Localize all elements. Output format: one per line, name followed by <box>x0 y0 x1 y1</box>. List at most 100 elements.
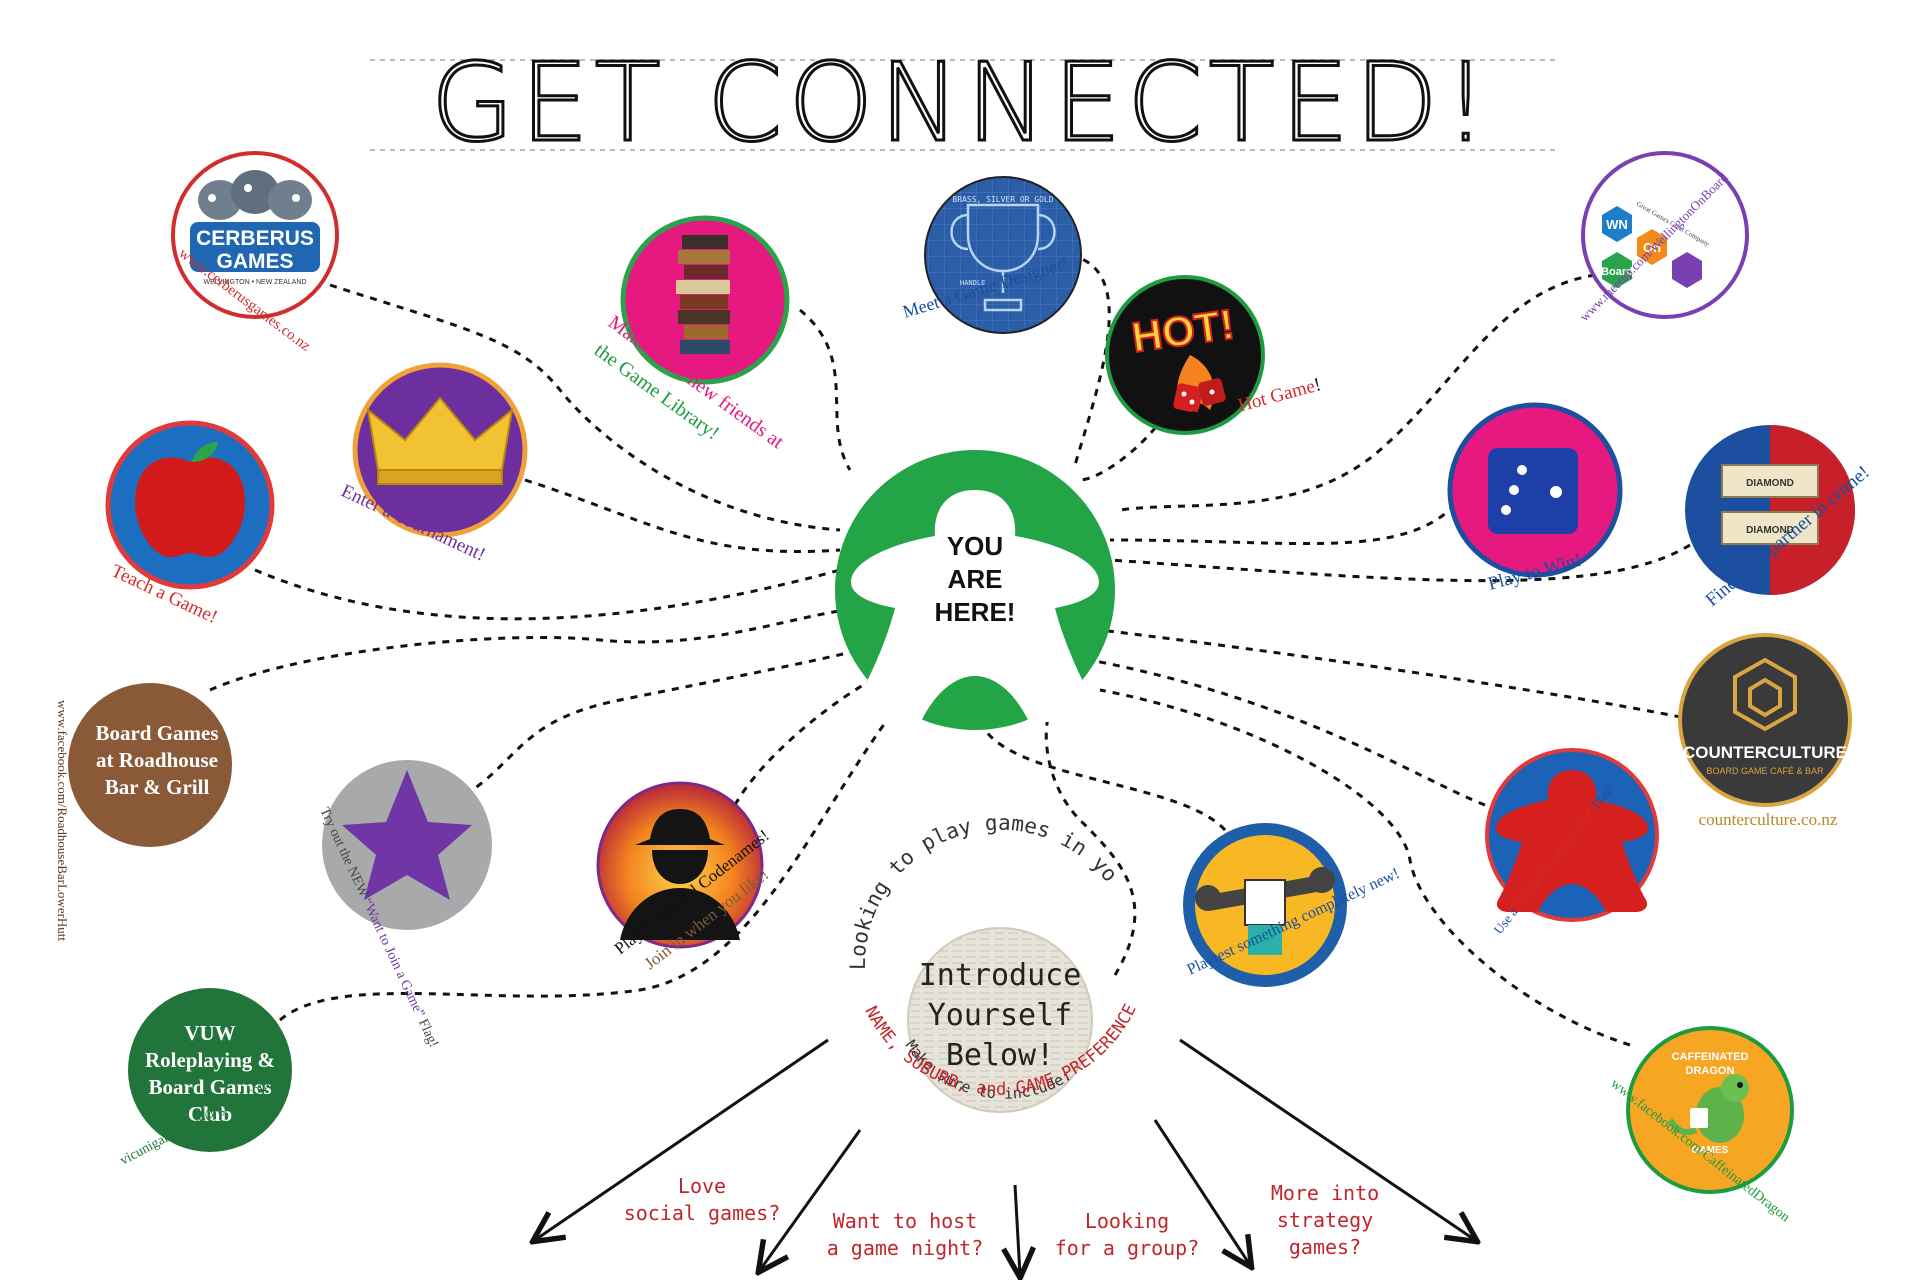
meeple-icon <box>851 490 1099 722</box>
prompt-group-1: Looking <box>1085 1209 1169 1233</box>
connector-dragon <box>1099 688 1631 1047</box>
spy-silhouette-icon <box>620 809 740 940</box>
node-wellington-on-board[interactable]: WN On Board Great Games Great Company ww… <box>1577 151 1749 324</box>
prompt-group-2: for a group? <box>1055 1236 1200 1260</box>
node-counterculture[interactable]: COUNTERCULTURE BOARD GAME CAFÉ & BAR cou… <box>1678 633 1852 829</box>
arrows <box>535 1038 1475 1275</box>
prompt-social: Love social games? <box>624 1174 781 1225</box>
cerberus-logo-sub: WELLINGTON • NEW ZEALAND <box>203 279 306 286</box>
roadhouse-label-3: Bar & Grill <box>105 775 210 799</box>
cerberus-dog-icon <box>198 170 312 220</box>
counterculture-url[interactable]: counterculture.co.nz <box>1699 810 1838 829</box>
cerberus-logo-plate <box>190 222 320 272</box>
connector-intro <box>1044 709 1137 976</box>
node-cerberus-games[interactable]: CERBERUS GAMES WELLINGTON • NEW ZEALAND … <box>171 151 339 355</box>
cerberus-logo-1: CERBERUS <box>196 227 314 250</box>
center-label-2: ARE <box>948 564 1003 594</box>
hot-caption-suffix: ! <box>1312 374 1324 396</box>
node-game-library[interactable]: Make some new friends at the Game Librar… <box>590 215 790 453</box>
apple-leaf <box>192 442 218 462</box>
intro-main-2: Yourself <box>928 998 1073 1033</box>
connector-playtowin <box>1109 503 1457 546</box>
prompts: Love social games? Want to host a game n… <box>624 1174 1379 1260</box>
hexagons-icon <box>1602 206 1702 288</box>
red-meeple-icon <box>1496 770 1648 912</box>
intro-circle <box>907 927 1093 1113</box>
connector-playtest <box>978 719 1227 832</box>
cube-logo-icon <box>1733 657 1797 732</box>
wantjoin-caption-suffix: Flag! <box>414 1014 442 1050</box>
intro-main-3: Below! <box>946 1038 1054 1073</box>
crown-band <box>377 469 503 485</box>
connector-lines <box>209 253 1696 1047</box>
node-playtest[interactable]: Playtest something completely new! <box>1183 823 1402 987</box>
arrow-4 <box>1153 1119 1250 1265</box>
node-hot-game[interactable]: HOT! Play a Hot Game! <box>1105 275 1324 435</box>
node-caffeinated-dragon[interactable]: CAFFEINATED DRAGON GAMES www.facebook.co… <box>1608 1026 1794 1225</box>
node-roadhouse[interactable]: Board Games at Roadhouse Bar & Grill www… <box>55 683 232 941</box>
node-teach-game[interactable]: Teach a Game! <box>105 420 275 628</box>
title-guide-lines <box>370 59 1555 151</box>
node-tournament[interactable]: Enter a Tournament! <box>338 362 528 566</box>
center-label-3: HERE! <box>935 597 1016 627</box>
node-vuw-club[interactable]: VUW Roleplaying & Board Games Club vicun… <box>118 988 292 1169</box>
prompt-strategy-1: More into <box>1271 1181 1379 1205</box>
apple-icon <box>135 457 245 557</box>
arrow-5 <box>1179 1038 1475 1240</box>
node-play-to-win[interactable]: Play to Win! <box>1447 402 1623 595</box>
node-partner-in-crime[interactable]: DIAMOND DIAMOND Find your partner in cri… <box>1685 425 1874 611</box>
partner-card-1-label: DIAMOND <box>1746 478 1794 489</box>
connector-counterculture <box>1099 628 1696 722</box>
prompt-host-1: Want to host <box>833 1209 978 1233</box>
node-meet-designer[interactable]: BRASS, SILVER OR GOLD HANDLE Meet a Game… <box>900 176 1082 334</box>
prompt-group: Looking for a group? <box>1055 1209 1200 1260</box>
partner-card-1 <box>1721 464 1819 498</box>
prompt-social-2: social games? <box>624 1201 781 1225</box>
you-are-here: YOU ARE HERE! <box>835 450 1115 730</box>
blueprint-note: BRASS, SILVER OR GOLD <box>952 195 1053 204</box>
connector-partner <box>1109 543 1691 583</box>
roadhouse-label-1: Board Games <box>95 721 218 745</box>
arrow-3 <box>1015 1184 1020 1275</box>
node-more-players[interactable]: Use a “More Players Wanted” Flag! <box>1485 748 1659 937</box>
prompt-strategy: More into strategy games? <box>1271 1181 1379 1259</box>
arrow-2 <box>760 1129 862 1270</box>
connector-tournament <box>524 478 841 554</box>
vuw-label-4: Club <box>188 1102 232 1126</box>
partner-card-2 <box>1721 511 1819 545</box>
dragon-top-1: CAFFEINATED <box>1672 1051 1749 1063</box>
crown-icon <box>366 396 514 471</box>
arrow-1 <box>535 1038 829 1240</box>
blueprint-handle: HANDLE <box>960 279 985 287</box>
partner-card-2-label: DIAMOND <box>1746 525 1794 536</box>
connector-hot <box>1079 379 1187 482</box>
prompt-strategy-3: games? <box>1289 1235 1361 1259</box>
connector-wnob <box>1119 273 1596 512</box>
roadhouse-circle <box>68 683 232 847</box>
wnob-hex-2: On <box>1643 240 1661 255</box>
connector-cerberus <box>329 283 841 532</box>
prompt-social-1: Love <box>678 1174 726 1198</box>
prompt-strategy-2: strategy <box>1277 1208 1373 1232</box>
wnob-hex-1: WN <box>1606 217 1628 232</box>
counterculture-sub: BOARD GAME CAFÉ & BAR <box>1706 766 1824 776</box>
connector-teach <box>254 568 841 621</box>
game-boxes-icon <box>676 235 730 354</box>
connector-designer <box>1069 253 1111 466</box>
wnob-hex-3: Board <box>1601 266 1633 278</box>
vuw-circle <box>128 988 292 1152</box>
vuw-label-1: VUW <box>184 1021 235 1045</box>
connector-roadhouse <box>209 608 846 692</box>
node-want-to-join[interactable]: Try out the NEW “Want to Join a Game” Fl… <box>316 760 492 1050</box>
roadhouse-label-2: at Roadhouse <box>96 748 218 772</box>
roadhouse-url[interactable]: www.facebook.com/RoadhouseBarLowerHutt <box>55 700 70 941</box>
vuw-label-3: Board Games <box>148 1075 271 1099</box>
node-codenames[interactable]: Play Continual Codenames! Join in when y… <box>596 781 773 973</box>
counterculture-circle <box>1678 633 1852 807</box>
title-block: GET CONNECTED! <box>370 40 1555 168</box>
connector-moreplayers <box>1089 658 1486 807</box>
dragon-top-2: DRAGON <box>1686 1065 1735 1077</box>
trophy-icon <box>950 203 1056 312</box>
page-title: GET CONNECTED! <box>431 41 1494 166</box>
